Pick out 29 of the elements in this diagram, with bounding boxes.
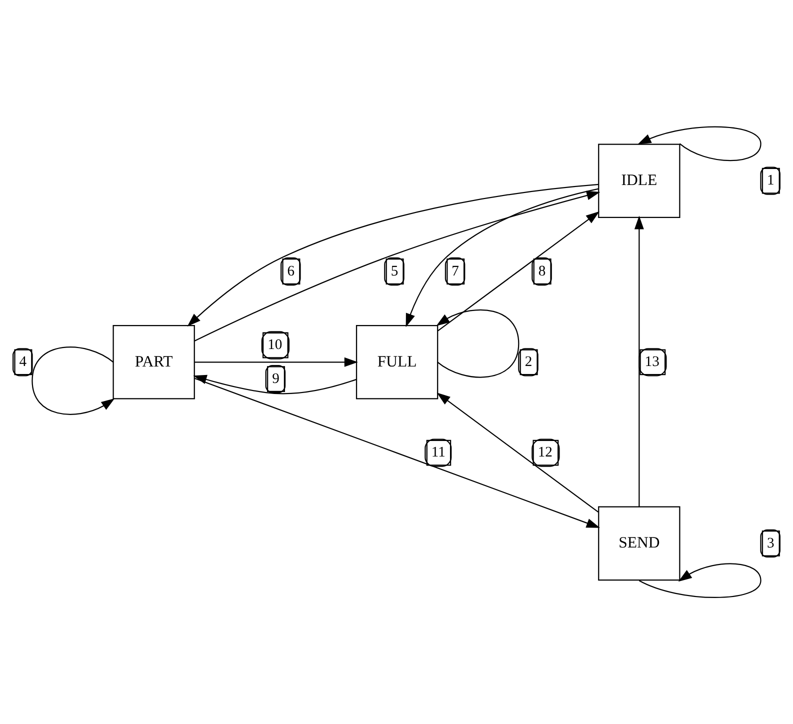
node-box: PART xyxy=(112,325,195,400)
edge-label: 5 xyxy=(390,263,398,280)
edge-label: 11 xyxy=(431,444,446,461)
edge-label: 13 xyxy=(644,354,660,370)
arrow xyxy=(193,374,357,394)
edge-label: 1 xyxy=(766,172,774,189)
node-box: FULL xyxy=(356,325,438,400)
edge-label: 12 xyxy=(538,444,552,461)
arrow xyxy=(438,211,600,332)
edge-label: 8 xyxy=(538,263,546,280)
arrow xyxy=(638,126,762,162)
arrow xyxy=(187,184,599,326)
arrow xyxy=(194,190,600,342)
arrow xyxy=(194,378,600,528)
arrow xyxy=(194,357,358,367)
edge-label: 9 xyxy=(272,370,280,387)
edge-label: 10 xyxy=(268,337,282,354)
arrow xyxy=(32,346,115,415)
edge-label: 2 xyxy=(524,354,532,370)
arrow xyxy=(406,188,599,328)
node-box: IDLE xyxy=(598,144,680,218)
arrow xyxy=(436,392,599,513)
edge-label: 6 xyxy=(287,263,295,280)
edge-label: 7 xyxy=(452,263,459,280)
edge-label: 4 xyxy=(19,354,27,370)
node-box: SEND xyxy=(598,506,680,581)
edge-label: 3 xyxy=(766,535,774,552)
arrow xyxy=(436,309,520,378)
arrow xyxy=(634,216,644,507)
